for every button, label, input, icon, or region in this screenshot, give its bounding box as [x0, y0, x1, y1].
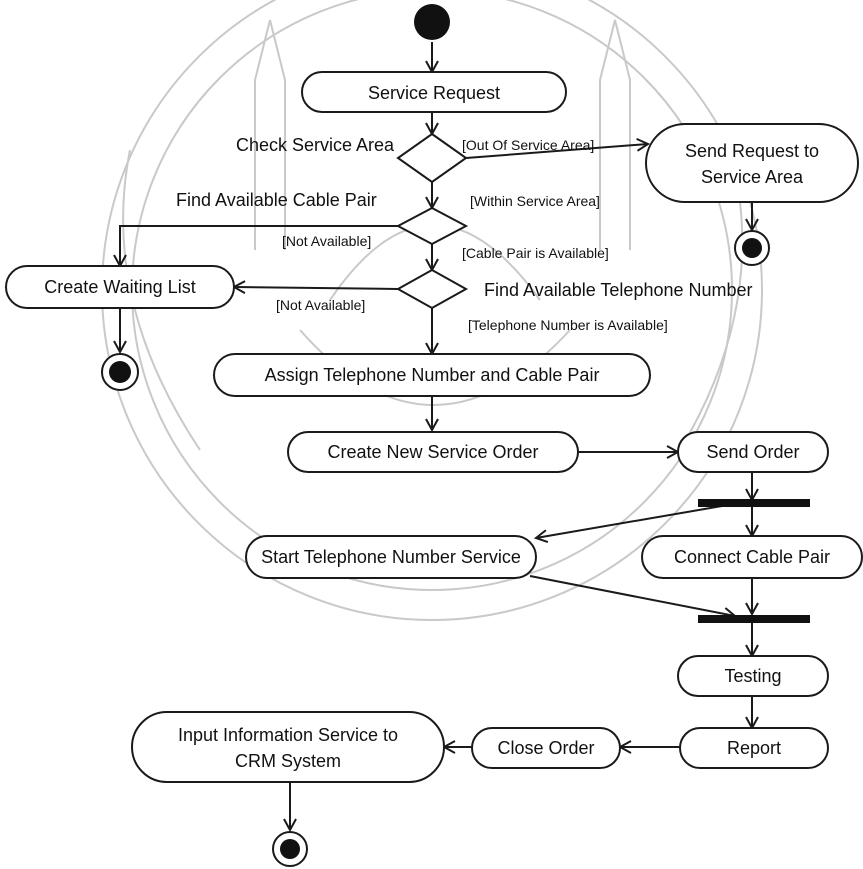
activity-start-service: Start Telephone Number Service [245, 535, 537, 579]
svg-text:Testing: Testing [724, 666, 781, 686]
activity-close-order: Close Order [471, 727, 621, 769]
join-bar [698, 615, 810, 623]
final-node-waiting-list [101, 353, 139, 391]
guard-out-of-area: [Out Of Service Area] [462, 137, 594, 153]
decision-label-find-cable: Find Available Cable Pair [176, 190, 377, 210]
guard-within-area: [Within Service Area] [470, 193, 600, 209]
svg-text:Input Information Service to: Input Information Service to [178, 725, 398, 745]
activity-send-request: Send Request to Service Area [645, 123, 859, 203]
svg-text:Service Area: Service Area [701, 167, 804, 187]
svg-text:Close Order: Close Order [497, 738, 594, 758]
svg-text:Report: Report [727, 738, 781, 758]
activity-service-request: Service Request [301, 71, 567, 113]
svg-text:CRM System: CRM System [235, 751, 341, 771]
svg-text:Send Request to: Send Request to [685, 141, 819, 161]
activity-create-waiting-list: Create Waiting List [5, 265, 235, 309]
guard-number-available: [Telephone Number is Available] [468, 317, 668, 333]
activity-input-crm: Input Information Service to CRM System [131, 711, 445, 783]
activity-report: Report [679, 727, 829, 769]
svg-text:Service Request: Service Request [368, 83, 500, 103]
activity-assign-number: Assign Telephone Number and Cable Pair [213, 353, 651, 397]
decision-label-find-number: Find Available Telephone Number [484, 280, 753, 300]
svg-text:Send Order: Send Order [706, 442, 799, 462]
edge-start-to-join [529, 575, 735, 616]
initial-node [414, 4, 450, 40]
final-node-send-request [734, 230, 770, 266]
guard-number-not-available: [Not Available] [276, 297, 365, 313]
activity-testing: Testing [677, 655, 829, 697]
flow-edges [120, 42, 752, 830]
svg-text:Connect Cable Pair: Connect Cable Pair [674, 547, 830, 567]
final-node-crm [272, 831, 308, 867]
edge-number-not-available [234, 287, 399, 289]
activity-create-order: Create New Service Order [287, 431, 579, 473]
decision-find-cable [395, 206, 469, 246]
decision-find-number [395, 268, 469, 310]
edge-fork-to-start [536, 505, 723, 538]
edge-cable-not-available [120, 225, 398, 266]
svg-text:Create Waiting List: Create Waiting List [44, 277, 195, 297]
svg-text:Create New Service Order: Create New Service Order [327, 442, 538, 462]
activity-connect-cable: Connect Cable Pair [641, 535, 863, 579]
fork-bar [698, 499, 810, 507]
guard-cable-not-available: [Not Available] [282, 233, 371, 249]
decision-label-check-area: Check Service Area [236, 135, 395, 155]
svg-text:Start Telephone Number Service: Start Telephone Number Service [261, 547, 521, 567]
svg-text:Assign Telephone Number and Ca: Assign Telephone Number and Cable Pair [265, 365, 600, 385]
decision-check-area [396, 132, 468, 184]
guard-cable-available: [Cable Pair is Available] [462, 245, 609, 261]
activity-send-order: Send Order [677, 431, 829, 473]
edge-out-of-area [465, 144, 648, 159]
